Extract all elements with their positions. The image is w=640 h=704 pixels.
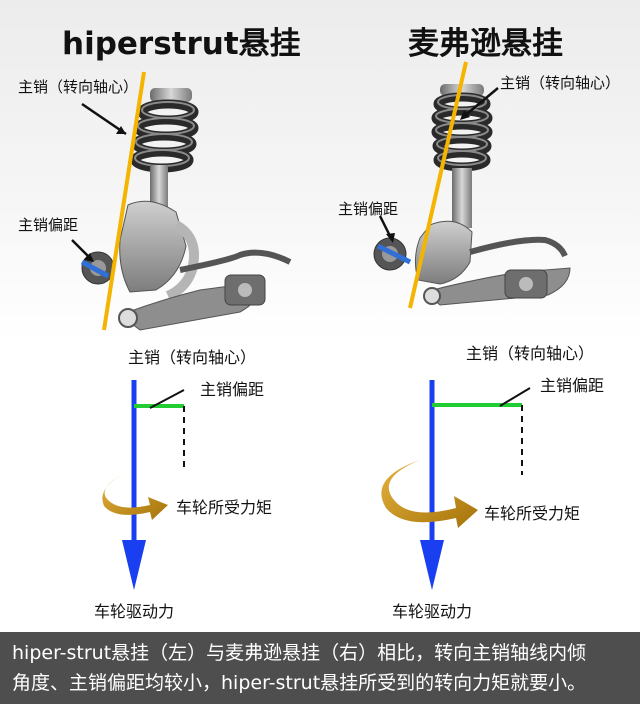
label-kingpin-offset-diagram-left: 主销偏距	[200, 380, 265, 399]
label-kingpin-offset-top-right: 主销偏距	[338, 200, 399, 218]
caption-line-2: 角度、主销偏距均较小，hiper-strut悬挂所受到的转向力矩就要小。	[12, 672, 587, 694]
hiperstrut-force-diagram	[102, 380, 185, 590]
label-kingpin-axis-diagram-right: 主销（转向轴心）	[466, 344, 595, 363]
label-kingpin-axis-diagram-left: 主销（转向轴心）	[128, 348, 257, 367]
macpherson-kingpin-axis-line	[408, 61, 468, 309]
label-wheel-torque-left: 车轮所受力矩	[176, 498, 273, 517]
caption-bar: hiper-strut悬挂（左）与麦弗逊悬挂（右）相比，转向主销轴线内倾 角度、…	[0, 632, 640, 704]
pointer-axis-right	[461, 87, 499, 119]
label-drive-force-right: 车轮驱动力	[392, 602, 473, 621]
diagram-canvas	[71, 61, 571, 590]
drive-force-arrowhead-left	[122, 540, 146, 590]
label-kingpin-offset-diagram-right: 主销偏距	[540, 376, 605, 395]
drive-force-arrowhead-right	[420, 540, 444, 590]
macpherson-suspension-illustration	[373, 84, 571, 306]
hiperstrut-suspension-illustration	[80, 88, 292, 331]
label-wheel-torque-right: 车轮所受力矩	[484, 504, 581, 523]
macpherson-force-diagram	[381, 380, 531, 590]
pointer-offset-left-diagram	[149, 389, 185, 409]
label-kingpin-offset-top-left: 主销偏距	[18, 216, 79, 234]
torque-arrow-left	[102, 472, 168, 520]
label-drive-force-left: 车轮驱动力	[94, 602, 175, 621]
torque-arrow-right	[381, 460, 478, 528]
caption-line-1: hiper-strut悬挂（左）与麦弗逊悬挂（右）相比，转向主销轴线内倾	[12, 642, 587, 664]
title-macpherson: 麦弗逊悬挂	[408, 26, 563, 62]
pointer-offset-right-diagram	[499, 387, 531, 407]
hiperstrut-kingpin-axis-line	[102, 71, 146, 331]
pointer-axis-left	[81, 102, 127, 136]
label-kingpin-axis-top-right: 主销（转向轴心）	[500, 74, 621, 92]
label-kingpin-axis-top-left: 主销（转向轴心）	[18, 78, 139, 96]
title-hiperstrut: hiperstrut悬挂	[62, 26, 301, 62]
